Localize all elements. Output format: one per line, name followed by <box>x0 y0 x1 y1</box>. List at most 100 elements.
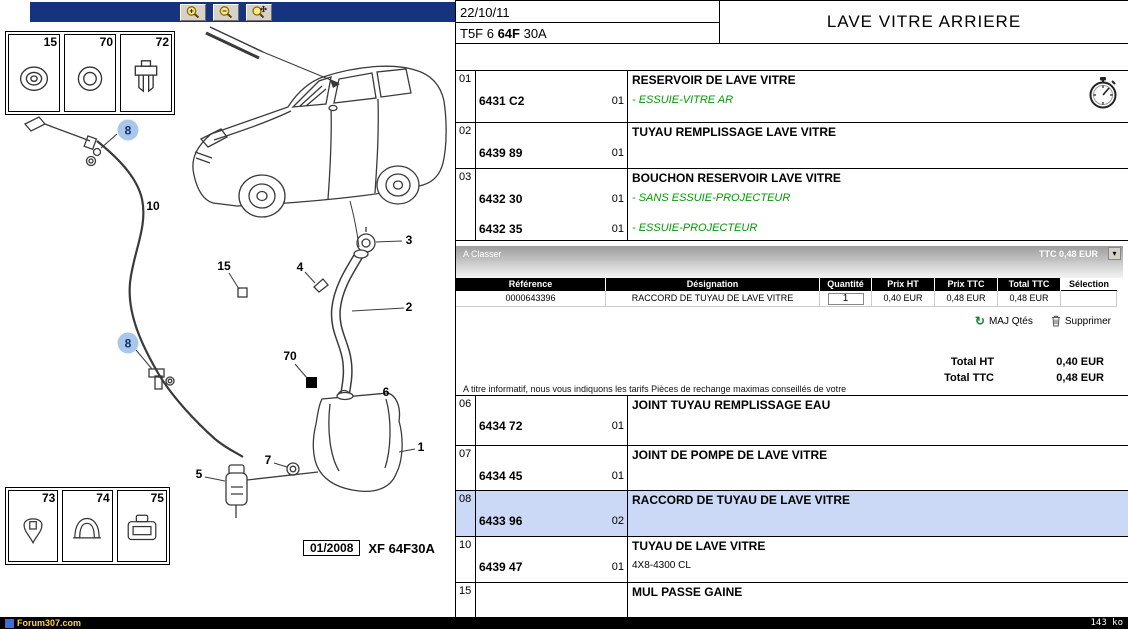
part-extra: 4X8-4300 CL <box>632 560 691 571</box>
callout-10[interactable]: 10 <box>146 199 160 213</box>
callout-bubble-8-top[interactable]: 8 <box>117 119 139 141</box>
stopwatch-button[interactable] <box>1086 76 1120 113</box>
part-note: - ESSUIE-VITRE AR <box>632 94 734 106</box>
basket-actions: ↻ MAJ Qtés Supprimer <box>456 307 1123 327</box>
row-number: 03 <box>456 169 476 240</box>
update-quantities-label: MAJ Qtés <box>988 315 1033 327</box>
zoom-pan-button[interactable] <box>246 3 272 21</box>
bracket-part-icon <box>127 514 157 541</box>
vehicle-code-post: 30A <box>519 26 547 41</box>
thumbnail-label: 15 <box>43 35 57 49</box>
callout-2[interactable]: 2 <box>405 300 413 314</box>
tariff-note: A titre informatif, nous vous indiquons … <box>463 384 847 394</box>
zoom-in-button[interactable] <box>180 3 206 21</box>
part-name: JOINT DE POMPE DE LAVE VITRE <box>632 448 828 462</box>
basket-ttc-summary: TTC 0,48 EUR <box>1038 248 1098 259</box>
document-header: 22/10/11 T5F 6 64F 30A LAVE VITRE ARRIER… <box>456 0 1128 44</box>
filler-neck-part2 <box>330 200 405 396</box>
delete-button[interactable]: Supprimer <box>1051 315 1111 327</box>
callout-15[interactable]: 15 <box>217 259 231 273</box>
car-illustration <box>192 65 447 218</box>
basket-collapse-button[interactable]: ▾ <box>1108 247 1121 260</box>
part-name: RESERVOIR DE LAVE VITRE <box>632 73 796 87</box>
vehicle-code-bold: 64F <box>497 26 520 41</box>
callout-3[interactable]: 3 <box>405 233 413 247</box>
fittings-mid <box>135 349 175 390</box>
callout-4[interactable]: 4 <box>296 260 304 274</box>
part-thumbnails-bottom: 73 74 75 <box>5 487 170 565</box>
basket-row[interactable]: 0000643396 RACCORD DE TUYAU DE LAVE VITR… <box>456 291 1123 307</box>
part-reference: 6433 96 <box>479 514 523 528</box>
basket-gradient <box>456 261 1123 278</box>
header-left: 22/10/11 T5F 6 64F 30A <box>456 1 720 43</box>
site-favicon-icon <box>5 618 14 628</box>
thumbnail-part-74[interactable]: 74 <box>62 490 113 562</box>
reservoir-part1 <box>312 391 416 493</box>
part-reference: 6439 47 <box>479 560 523 574</box>
part-name: JOINT TUYAU REMPLISSAGE EAU <box>632 398 831 412</box>
seal-part7 <box>273 462 300 476</box>
callout-5[interactable]: 5 <box>195 467 203 481</box>
total-ht-value: 0,40 EUR <box>1056 356 1104 368</box>
part-note: - SANS ESSUIE-PROJECTEUR <box>632 192 791 204</box>
part-row-15[interactable]: 15 MUL PASSE GAINE <box>456 583 1128 618</box>
part-qty: 01 <box>611 193 624 205</box>
part-name: TUYAU DE LAVE VITRE <box>632 539 766 553</box>
zoom-toolbar <box>30 2 455 22</box>
basket-prix-ht: 0,40 EUR <box>872 291 935 307</box>
part-qty: 01 <box>611 95 624 107</box>
file-size: 143 ko <box>1090 618 1123 628</box>
thumbnail-part-73[interactable]: 73 <box>8 490 59 562</box>
part-qty: 01 <box>611 147 624 159</box>
parts-list-panel: 22/10/11 T5F 6 64F 30A LAVE VITRE ARRIER… <box>456 0 1128 618</box>
part-reference: 6434 45 <box>479 469 523 483</box>
basket-reference: 0000643396 <box>456 291 606 307</box>
thumbnail-part-75[interactable]: 75 <box>116 490 167 562</box>
basket-prix-ttc: 0,48 EUR <box>935 291 998 307</box>
callout-1[interactable]: 1 <box>417 440 425 454</box>
part-name: TUYAU REMPLISSAGE LAVE VITRE <box>632 125 837 139</box>
refresh-icon: ↻ <box>974 314 985 328</box>
basket-title: A Classer <box>463 248 502 259</box>
square-part15 <box>228 272 248 298</box>
thumbnail-part-72[interactable]: 72 <box>120 34 172 112</box>
part-qty: 01 <box>611 420 624 432</box>
callout-70[interactable]: 70 <box>283 349 297 363</box>
jet-and-fittings-top <box>23 116 118 167</box>
zoom-out-button[interactable] <box>213 3 239 21</box>
plate-code: XF 64F30A <box>368 540 435 556</box>
clip-part-icon <box>134 60 158 93</box>
update-quantities-button[interactable]: ↻ MAJ Qtés <box>975 315 1033 327</box>
col-quantite: Quantité <box>820 278 872 291</box>
zoom-in-icon <box>186 6 200 19</box>
vehicle-code: T5F 6 64F 30A <box>456 23 719 43</box>
col-prix-ht: Prix HT <box>872 278 935 291</box>
part-row-08-selected[interactable]: 08 RACCORD DE TUYAU DE LAVE VITRE 6433 9… <box>456 491 1128 537</box>
basket-designation: RACCORD DE TUYAU DE LAVE VITRE <box>606 291 820 307</box>
saddle-clip-part-icon <box>73 517 102 539</box>
total-ttc-label: Total TTC <box>944 372 994 384</box>
thumbnail-part-70[interactable]: 70 <box>64 34 116 112</box>
trash-icon <box>1051 315 1060 327</box>
thumbnail-label: 70 <box>99 35 113 49</box>
basket-selection-cell[interactable] <box>1061 291 1117 307</box>
row-number: 01 <box>456 71 476 122</box>
status-left: Forum307.com <box>5 618 81 628</box>
part-thumbnails-top: 15 70 72 <box>5 31 175 115</box>
part-reference: 6432 30 <box>479 192 523 206</box>
callout-7[interactable]: 7 <box>264 453 272 467</box>
callout-6[interactable]: 6 <box>382 385 390 399</box>
part-qty: 01 <box>611 223 624 235</box>
callout-bubble-8-bottom[interactable]: 8 <box>117 332 139 354</box>
quantity-input[interactable] <box>827 292 864 305</box>
thumbnail-part-15[interactable]: 15 <box>8 34 60 112</box>
page-title: LAVE VITRE ARRIERE <box>826 12 1022 31</box>
